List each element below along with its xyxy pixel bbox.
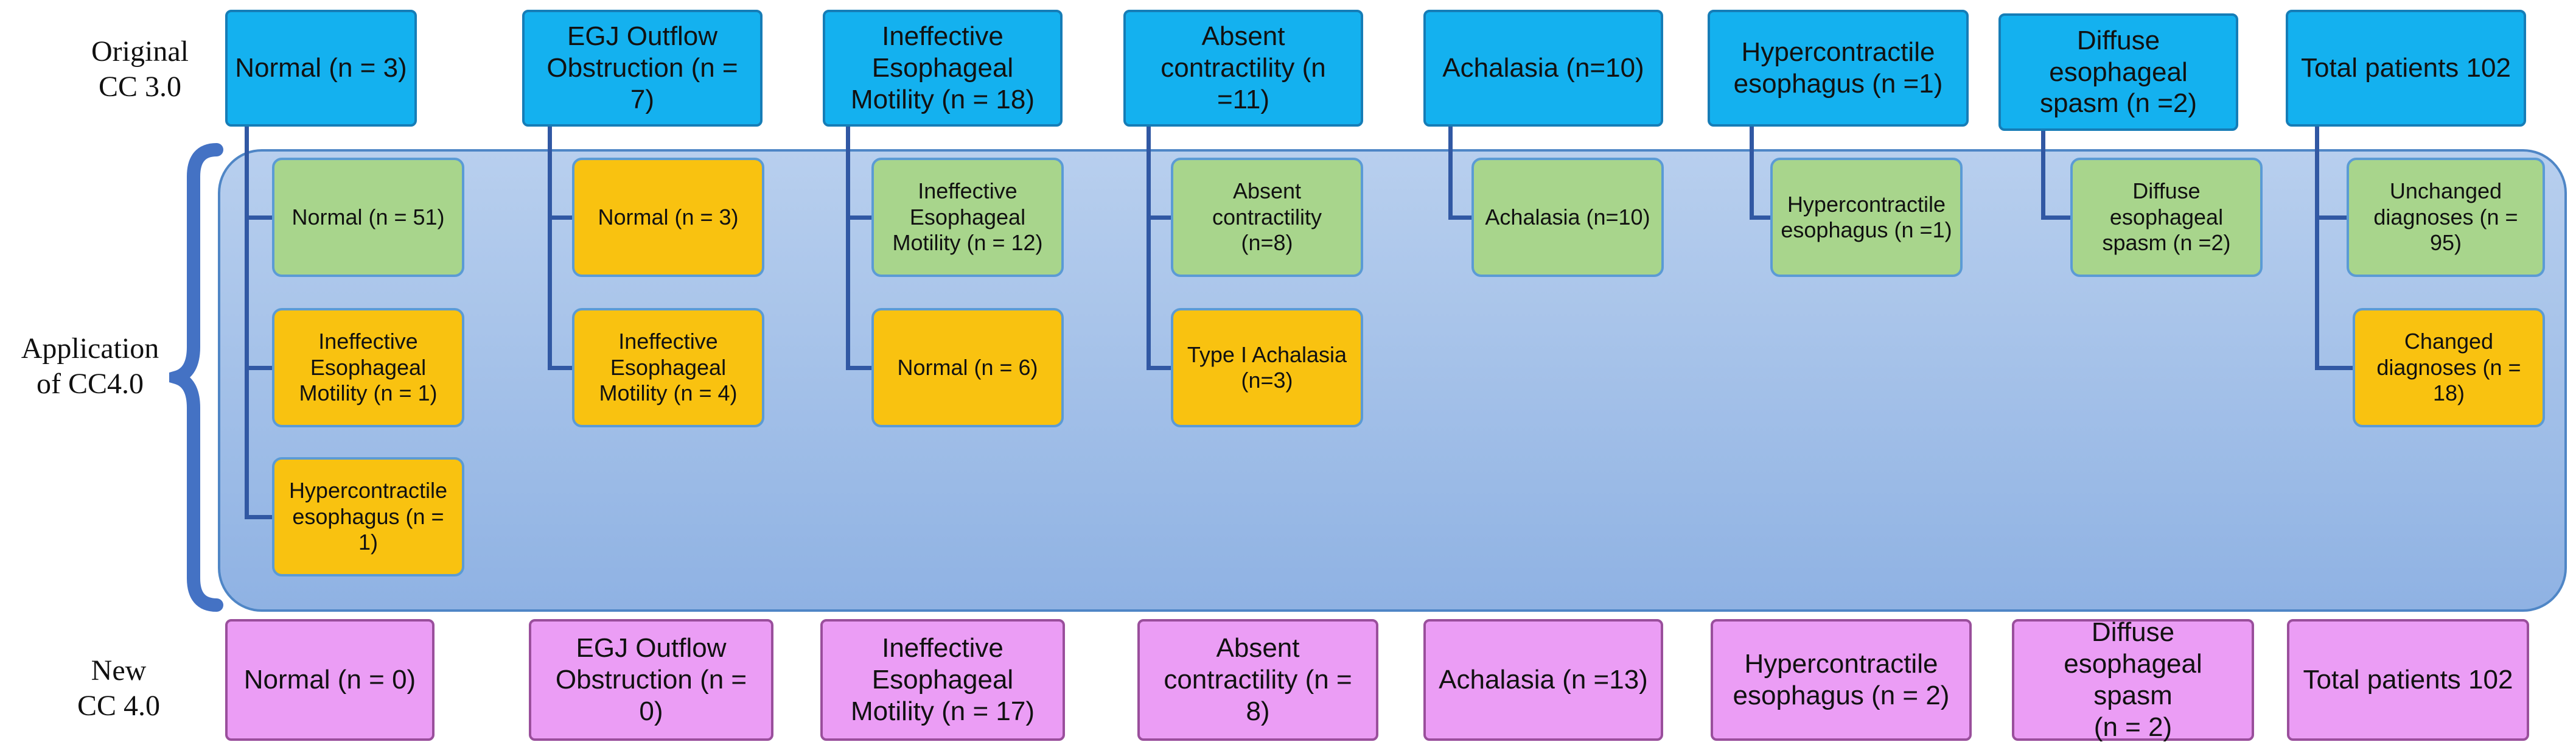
box-label: Unchanged diagnoses (n = 95) — [2373, 178, 2518, 256]
connector-trunk — [245, 127, 249, 519]
unchanged-diagnosis-box: Unchanged diagnoses (n = 95) — [2347, 158, 2545, 277]
connector-branch — [1147, 366, 1171, 370]
box-label: Diffuse esophageal spasm (n = 2) — [2064, 617, 2202, 742]
connector-trunk — [2041, 131, 2045, 219]
box-label: Normal (n = 3) — [598, 204, 739, 229]
unchanged-diagnosis-box: Ineffective Esophageal Motility (n = 12) — [871, 158, 1064, 277]
connector-branch — [2315, 215, 2347, 220]
changed-diagnosis-box: Normal (n = 6) — [871, 308, 1064, 427]
connector-branch — [245, 215, 272, 220]
box-label: EGJ Outflow Obstruction (n = 0) — [555, 633, 747, 726]
box-label: Achalasia (n=10) — [1485, 204, 1650, 229]
changed-diagnosis-box: Ineffective Esophageal Motility (n = 1) — [272, 308, 464, 427]
unchanged-diagnosis-box: Diffuse esophageal spasm (n =2) — [2070, 158, 2263, 277]
connector-trunk — [1147, 127, 1151, 369]
changed-diagnosis-box: Type I Achalasia (n=3) — [1171, 308, 1363, 427]
box-label: Hypercontractile esophagus (n =1) — [1781, 191, 1952, 242]
original-cc30-box: Ineffective Esophageal Motility (n = 18) — [823, 10, 1063, 127]
box-label: Type I Achalasia (n=3) — [1187, 341, 1347, 393]
changed-diagnosis-box: Hypercontractile esophagus (n = 1) — [272, 457, 464, 576]
box-label: Changed diagnoses (n = 18) — [2376, 329, 2521, 406]
original-cc30-box: Diffuse esophageal spasm (n =2) — [1998, 13, 2238, 131]
connector-branch — [2041, 215, 2070, 220]
row-label-new: New CC 4.0 — [67, 653, 170, 724]
box-label: Absent contractility (n = 8) — [1164, 633, 1352, 726]
new-cc40-box: Ineffective Esophageal Motility (n = 17) — [820, 619, 1065, 741]
row-label-application-text: Application of CC4.0 — [21, 332, 159, 400]
application-brace — [169, 143, 223, 612]
original-cc30-box: Hypercontractile esophagus (n =1) — [1708, 10, 1969, 127]
row-label-original-text: Original CC 3.0 — [91, 35, 189, 103]
box-label: Hypercontractile esophagus (n = 2) — [1733, 649, 1950, 710]
connector-branch — [1448, 215, 1471, 220]
row-label-application: Application of CC4.0 — [11, 331, 169, 402]
new-cc40-box: Total patients 102 — [2287, 619, 2529, 741]
box-label: Absent contractility (n =11) — [1161, 21, 1326, 114]
connector-branch — [2315, 366, 2353, 370]
changed-diagnosis-box: Changed diagnoses (n = 18) — [2353, 308, 2545, 427]
new-cc40-box: EGJ Outflow Obstruction (n = 0) — [529, 619, 773, 741]
box-label: Achalasia (n=10) — [1442, 53, 1644, 83]
original-cc30-box: EGJ Outflow Obstruction (n = 7) — [522, 10, 763, 127]
box-label: Diffuse esophageal spasm (n =2) — [2040, 25, 2197, 119]
unchanged-diagnosis-box: Achalasia (n=10) — [1471, 158, 1664, 277]
connector-branch — [846, 366, 871, 370]
box-label: Normal (n = 51) — [291, 204, 445, 229]
connector-trunk — [2315, 127, 2319, 369]
connector-branch — [1750, 215, 1770, 220]
connector-branch — [245, 515, 272, 519]
connector-branch — [245, 366, 272, 370]
original-cc30-box: Absent contractility (n =11) — [1123, 10, 1363, 127]
box-label: Normal (n = 6) — [897, 354, 1038, 380]
box-label: Normal (n = 0) — [243, 665, 416, 695]
box-label: Total patients 102 — [2301, 53, 2511, 83]
box-label: Total patients 102 — [2303, 665, 2513, 695]
connector-branch — [846, 215, 871, 220]
box-label: Absent contractility (n=8) — [1212, 178, 1322, 256]
row-label-new-text: New CC 4.0 — [77, 654, 161, 722]
unchanged-diagnosis-box: Absent contractility (n=8) — [1171, 158, 1363, 277]
connector-trunk — [1750, 127, 1754, 219]
box-label: Hypercontractile esophagus (n =1) — [1733, 37, 1943, 99]
row-label-original: Original CC 3.0 — [73, 34, 207, 105]
unchanged-diagnosis-box: Normal (n = 51) — [272, 158, 464, 277]
box-label: Ineffective Esophageal Motility (n = 18) — [851, 21, 1035, 114]
connector-trunk — [1448, 127, 1453, 219]
original-cc30-box: Normal (n = 3) — [225, 10, 417, 127]
original-cc30-box: Achalasia (n=10) — [1423, 10, 1663, 127]
box-label: Ineffective Esophageal Motility (n = 12) — [892, 178, 1043, 256]
new-cc40-box: Normal (n = 0) — [225, 619, 435, 741]
new-cc40-box: Hypercontractile esophagus (n = 2) — [1711, 619, 1972, 741]
changed-diagnosis-box: Ineffective Esophageal Motility (n = 4) — [572, 308, 764, 427]
new-cc40-box: Achalasia (n =13) — [1423, 619, 1663, 741]
unchanged-diagnosis-box: Hypercontractile esophagus (n =1) — [1770, 158, 1963, 277]
box-label: Normal (n = 3) — [235, 53, 407, 83]
new-cc40-box: Absent contractility (n = 8) — [1137, 619, 1378, 741]
new-cc40-box: Diffuse esophageal spasm (n = 2) — [2012, 617, 2254, 742]
changed-diagnosis-box: Normal (n = 3) — [572, 158, 764, 277]
box-label: Hypercontractile esophagus (n = 1) — [288, 478, 448, 555]
connector-branch — [548, 366, 572, 370]
box-label: Ineffective Esophageal Motility (n = 1) — [299, 329, 438, 406]
connector-trunk — [846, 127, 850, 369]
original-cc30-box: Total patients 102 — [2286, 10, 2526, 127]
box-label: Ineffective Esophageal Motility (n = 4) — [599, 329, 738, 406]
box-label: EGJ Outflow Obstruction (n = 7) — [546, 21, 738, 114]
box-label: Ineffective Esophageal Motility (n = 17) — [851, 633, 1035, 726]
box-label: Achalasia (n =13) — [1439, 665, 1648, 695]
connector-branch — [548, 215, 572, 220]
box-label: Diffuse esophageal spasm (n =2) — [2102, 178, 2231, 256]
connector-branch — [1147, 215, 1171, 220]
connector-trunk — [548, 127, 552, 369]
